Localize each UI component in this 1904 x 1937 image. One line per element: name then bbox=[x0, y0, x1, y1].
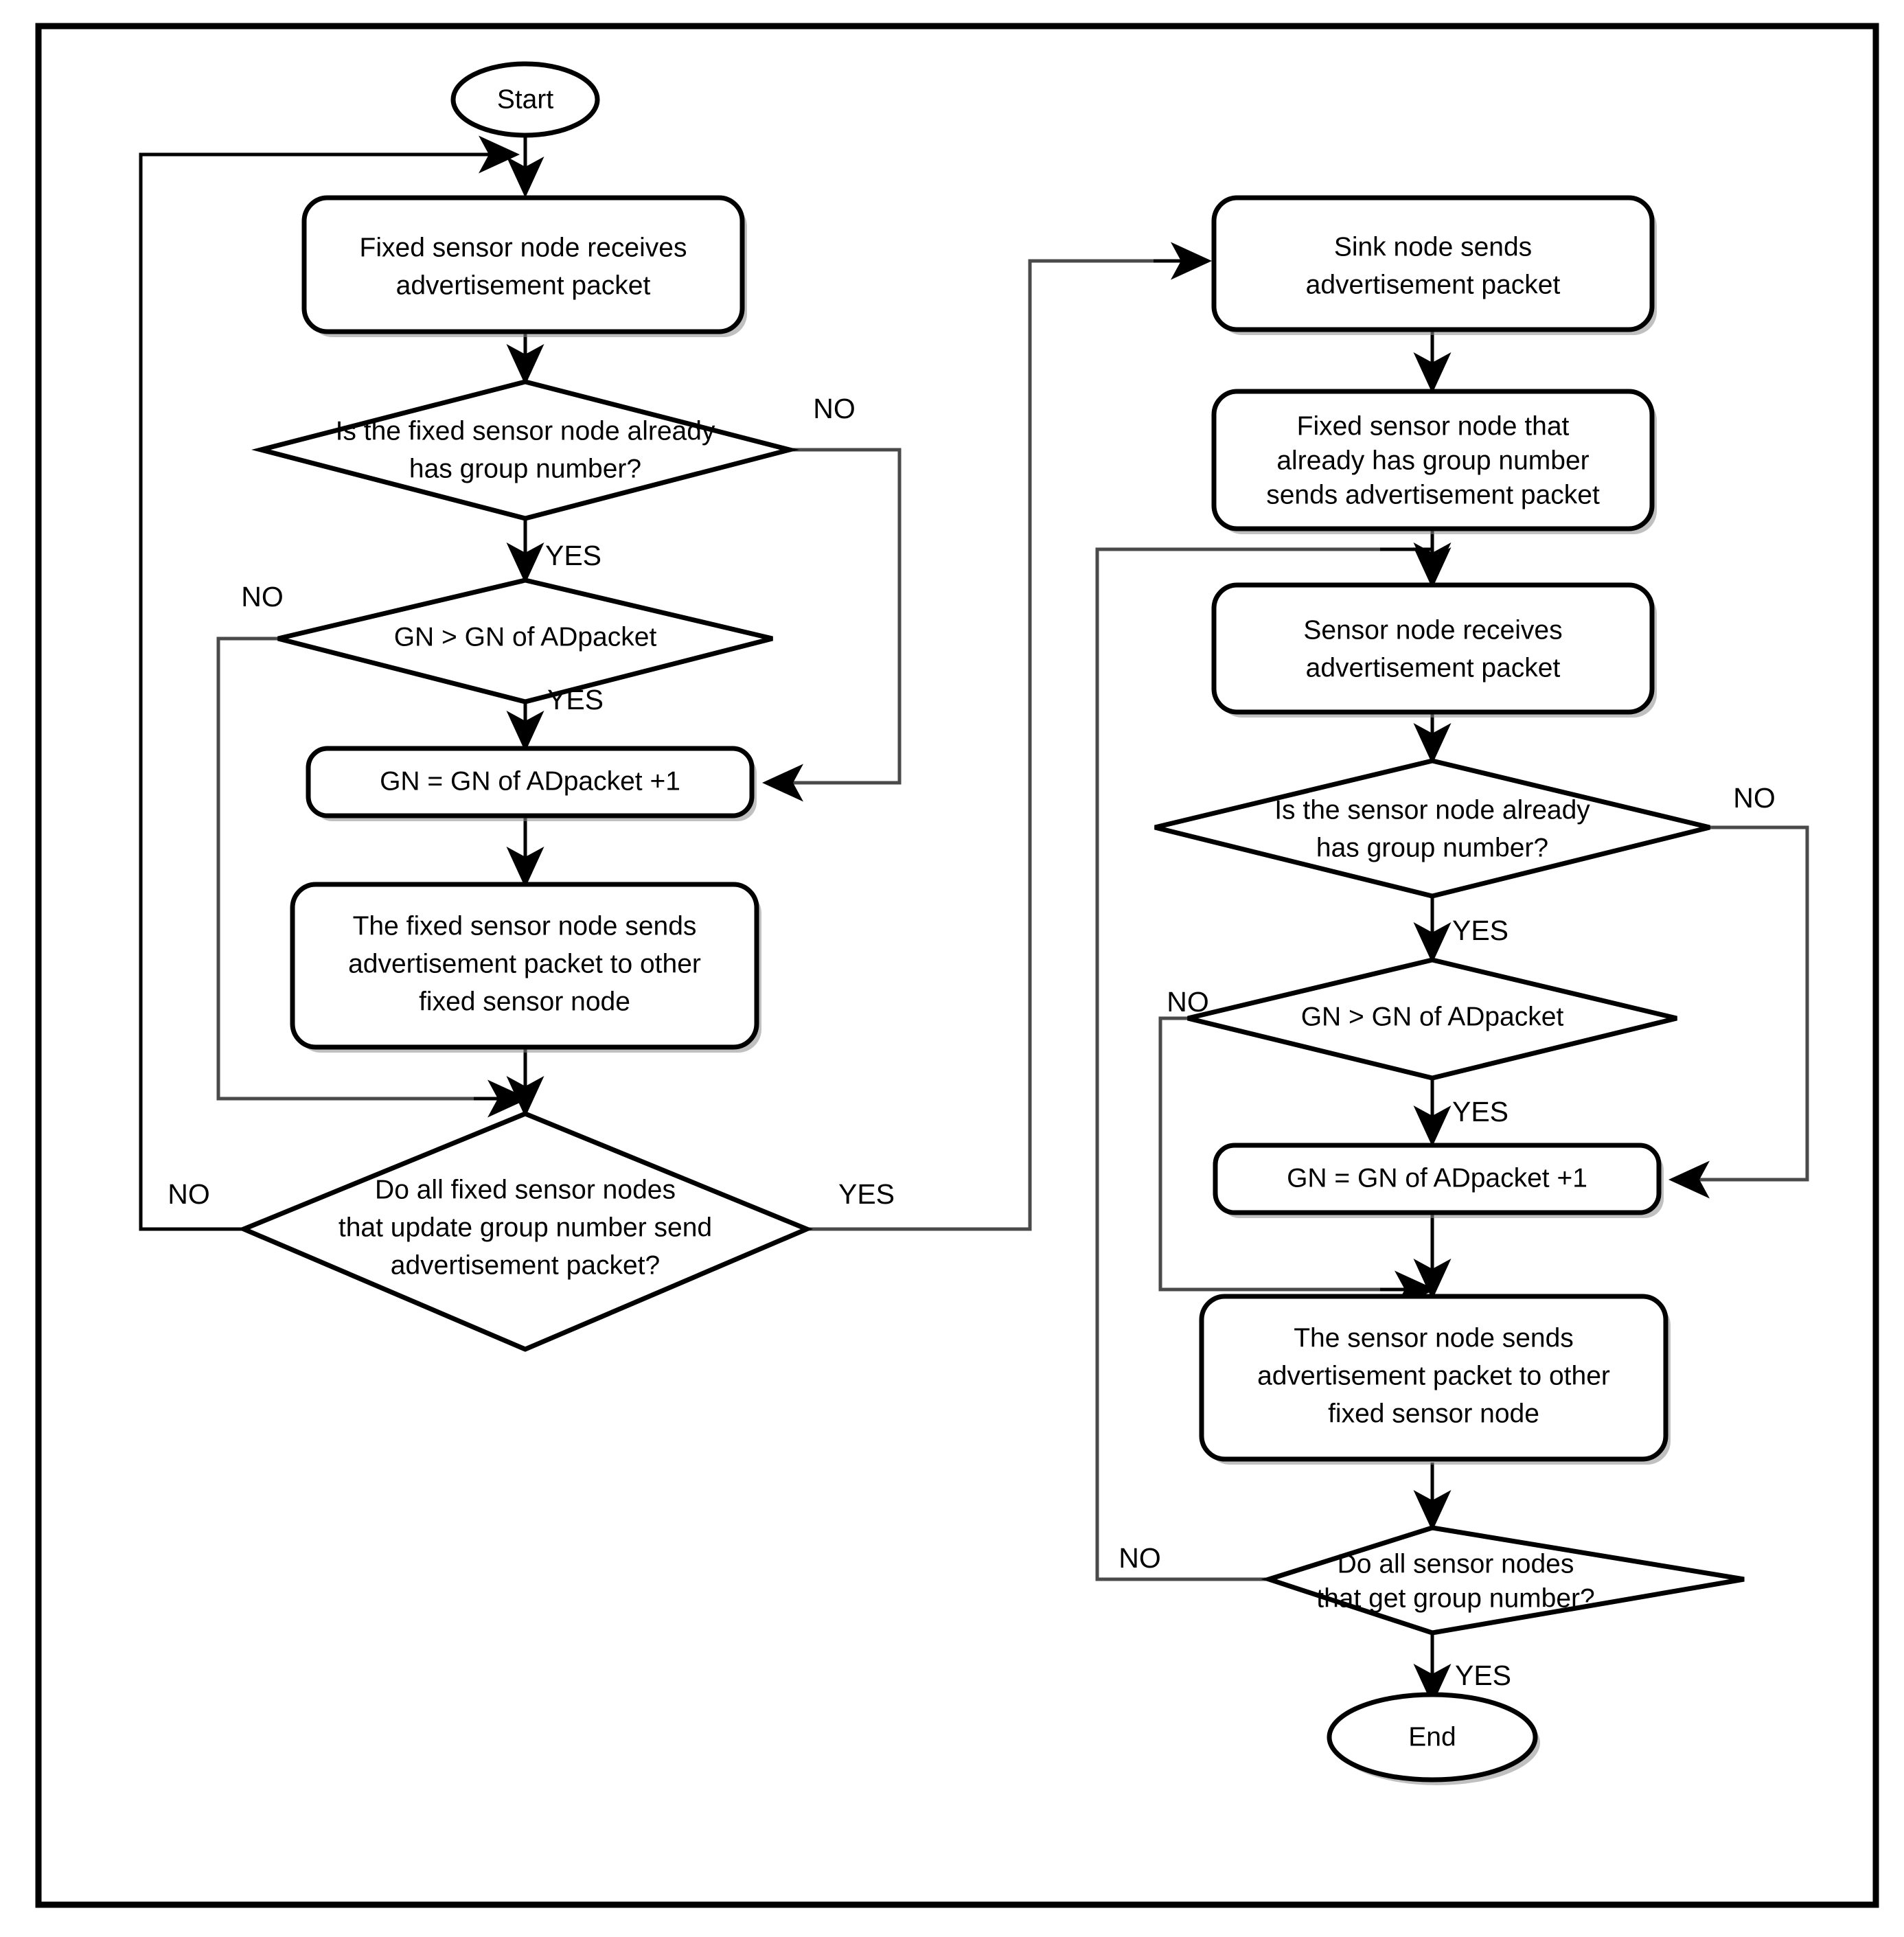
figure-border bbox=[35, 23, 1879, 1908]
edge-label-right-all-done-yes: YES bbox=[1455, 1660, 1511, 1691]
edge-label-right-has-gn-yes: YES bbox=[1452, 915, 1509, 946]
node-right-gn-set[interactable]: GN = GN of ADpacket +1 bbox=[1213, 1143, 1664, 1218]
node-sink-send[interactable]: Sink node sends advertisement packet bbox=[1211, 195, 1657, 335]
edge-label-left-has-gn-yes: YES bbox=[545, 540, 601, 571]
edge-left-all-done-yes bbox=[807, 259, 1198, 1231]
node-right-send-line1: The sensor node sends bbox=[1294, 1323, 1574, 1353]
edge-left-gn-cmp-no bbox=[216, 637, 516, 1101]
node-left-has-gn-line2: has group number? bbox=[409, 454, 641, 483]
edge-label-left-gn-cmp-no: NO bbox=[241, 581, 284, 612]
node-right-send[interactable]: The sensor node sends advertisement pack… bbox=[1199, 1294, 1671, 1465]
node-left-all-done-line2: that update group number send bbox=[339, 1213, 712, 1242]
node-left-has-gn-line1: Is the fixed sensor node already bbox=[336, 416, 715, 446]
node-left-send-line2: advertisement packet to other bbox=[348, 949, 701, 978]
node-left-gn-set[interactable]: GN = GN of ADpacket +1 bbox=[306, 746, 757, 821]
node-fixed-has-gn-send[interactable]: Fixed sensor node that already has group… bbox=[1211, 389, 1657, 534]
node-right-all-done-line1: Do all sensor nodes bbox=[1338, 1549, 1574, 1579]
node-left-receive[interactable]: Fixed sensor node receives advertisement… bbox=[301, 195, 747, 337]
node-right-send-line2: advertisement packet to other bbox=[1257, 1361, 1610, 1390]
edge-left-has-gn-no bbox=[762, 448, 902, 802]
node-left-all-done-line1: Do all fixed sensor nodes bbox=[375, 1175, 676, 1204]
node-right-receive-line2: advertisement packet bbox=[1306, 653, 1561, 683]
node-right-all-done-line2: that get group number? bbox=[1316, 1583, 1594, 1613]
node-left-all-done[interactable]: Do all fixed sensor nodes that update gr… bbox=[237, 1111, 814, 1352]
node-right-has-gn-line2: has group number? bbox=[1316, 833, 1548, 862]
node-end-label: End bbox=[1408, 1722, 1456, 1752]
node-right-send-line3: fixed sensor node bbox=[1328, 1399, 1539, 1428]
node-left-gn-cmp-line1: GN > GN of ADpacket bbox=[394, 622, 657, 652]
node-left-receive-line2: advertisement packet bbox=[396, 271, 651, 300]
node-left-gn-cmp[interactable]: GN > GN of ADpacket bbox=[277, 577, 773, 704]
edge-right-loopback-head bbox=[1380, 542, 1452, 584]
edge-label-left-all-done-yes: YES bbox=[838, 1178, 895, 1210]
node-end[interactable]: End bbox=[1327, 1692, 1540, 1785]
node-right-has-gn[interactable]: Is the sensor node already has group num… bbox=[1154, 758, 1710, 899]
node-right-gn-set-line1: GN = GN of ADpacket +1 bbox=[1287, 1163, 1587, 1193]
node-start[interactable]: Start bbox=[450, 61, 600, 138]
node-right-gn-cmp[interactable]: GN > GN of ADpacket bbox=[1187, 957, 1677, 1081]
node-sink-send-line2: advertisement packet bbox=[1306, 270, 1561, 299]
node-right-receive-line1: Sensor node receives bbox=[1303, 615, 1562, 645]
node-left-send-line1: The fixed sensor node sends bbox=[353, 911, 697, 941]
node-left-receive-line1: Fixed sensor node receives bbox=[360, 233, 687, 262]
node-left-all-done-line3: advertisement packet? bbox=[391, 1250, 660, 1280]
edge-right-gn-cmp-no bbox=[1158, 1016, 1423, 1292]
edge-label-right-gn-cmp-no: NO bbox=[1167, 986, 1209, 1018]
node-start-label: Start bbox=[497, 84, 554, 114]
node-fixed-has-gn-send-line2: already has group number bbox=[1276, 446, 1589, 475]
edge-label-right-gn-cmp-yes: YES bbox=[1452, 1096, 1509, 1127]
node-right-all-done[interactable]: Do all sensor nodes that get group numbe… bbox=[1261, 1525, 1745, 1636]
node-left-has-gn[interactable]: Is the fixed sensor node already has gro… bbox=[251, 379, 799, 521]
node-fixed-has-gn-send-line3: sends advertisement packet bbox=[1266, 480, 1600, 509]
edge-label-left-gn-cmp-yes: YES bbox=[547, 684, 604, 715]
node-sink-send-line1: Sink node sends bbox=[1334, 232, 1532, 262]
node-left-send[interactable]: The fixed sensor node sends advertisemen… bbox=[290, 882, 761, 1053]
node-right-gn-cmp-line1: GN > GN of ADpacket bbox=[1301, 1002, 1564, 1031]
edge-label-right-has-gn-no: NO bbox=[1733, 782, 1776, 814]
node-left-gn-set-line1: GN = GN of ADpacket +1 bbox=[380, 766, 680, 796]
node-right-receive[interactable]: Sensor node receives advertisement packe… bbox=[1211, 582, 1657, 718]
edge-label-left-all-done-no: NO bbox=[168, 1178, 210, 1210]
node-fixed-has-gn-send-line1: Fixed sensor node that bbox=[1297, 411, 1570, 441]
connectors bbox=[139, 124, 1809, 1705]
edge-label-right-all-done-no: NO bbox=[1119, 1542, 1161, 1574]
edge-left-loopback bbox=[139, 135, 520, 1231]
edge-right-has-gn-no bbox=[1668, 825, 1809, 1199]
edge-right-loopback bbox=[1095, 547, 1423, 1581]
node-right-has-gn-line1: Is the sensor node already bbox=[1274, 795, 1590, 825]
node-left-send-line3: fixed sensor node bbox=[419, 987, 630, 1016]
edge-label-left-has-gn-no: NO bbox=[813, 393, 856, 424]
edge-labels: NO YES NO YES NO YES NO YES NO YES NO YE… bbox=[168, 393, 1776, 1691]
